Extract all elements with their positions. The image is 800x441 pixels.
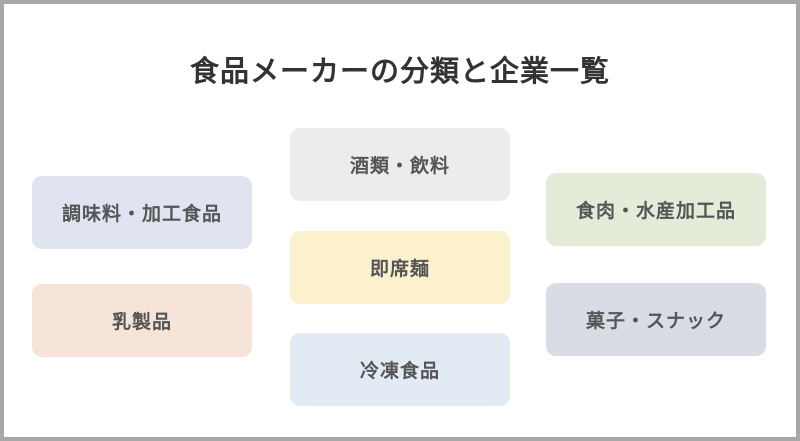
category-dairy-label: 乳製品 [111,311,172,333]
category-beverage-label: 酒類・飲料 [349,155,450,177]
category-seasoning-label: 調味料・加工食品 [61,203,222,225]
category-frozen-label: 冷凍食品 [359,360,440,382]
category-noodle-label: 即席麺 [369,258,430,280]
category-meat: 食肉・水産加工品 [546,173,766,246]
category-beverage: 酒類・飲料 [290,128,510,201]
category-snack-label: 菓子・スナック [585,310,726,332]
category-snack: 菓子・スナック [546,283,766,356]
diagram-title: 食品メーカーの分類と企業一覧 [189,54,610,88]
category-frozen: 冷凍食品 [290,333,510,406]
category-meat-label: 食肉・水産加工品 [575,200,736,222]
category-dairy: 乳製品 [32,284,252,357]
category-seasoning: 調味料・加工食品 [32,176,252,249]
category-noodle: 即席麺 [290,231,510,304]
